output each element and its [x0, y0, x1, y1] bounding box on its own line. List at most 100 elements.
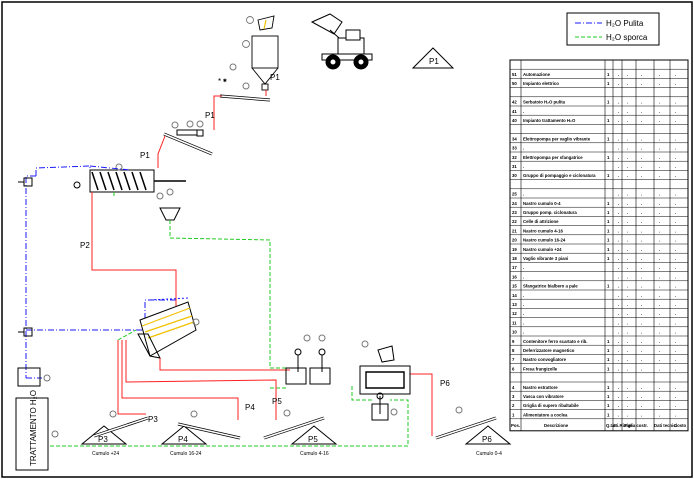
svg-text:.: .: [659, 403, 660, 408]
table-cell-qty: 1: [607, 284, 610, 289]
svg-text:.: .: [675, 72, 676, 77]
table-cell-qty: 1: [607, 155, 610, 160]
svg-text:.: .: [627, 118, 628, 123]
vibrating-screen: [137, 297, 200, 359]
svg-text:.: .: [659, 366, 660, 371]
table-cell-desc: Griglia di supero ribaltabile: [523, 403, 579, 408]
svg-text:.: .: [627, 366, 628, 371]
svg-text:.: .: [659, 136, 660, 141]
svg-text:.: .: [627, 136, 628, 141]
svg-text:.: .: [659, 228, 660, 233]
svg-text:.: .: [627, 219, 628, 224]
svg-text:.: .: [618, 274, 619, 279]
svg-text:.: .: [659, 302, 660, 307]
svg-text:.: .: [627, 394, 628, 399]
table-cell-pos: 31: [512, 164, 517, 169]
table-cell-desc: .: [523, 302, 524, 307]
svg-text:.: .: [627, 109, 628, 114]
svg-text:.: .: [675, 100, 676, 105]
table-cell-pos: 4: [512, 385, 515, 390]
table-cell-qty: 1: [607, 173, 610, 178]
svg-text:.: .: [659, 81, 660, 86]
table-cell-pos: 1: [512, 412, 515, 417]
flow-label: P5: [272, 397, 282, 406]
table-footer-cell: Q.tà: [606, 423, 615, 428]
table-cell-desc: .: [523, 265, 524, 270]
svg-text:.: .: [618, 118, 619, 123]
table-cell-desc: .: [523, 164, 524, 169]
svg-text:.: .: [641, 320, 642, 325]
svg-text:.: .: [659, 293, 660, 298]
table-cell-pos: 40: [512, 118, 517, 123]
svg-text:.: .: [618, 210, 619, 215]
table-cell-desc: Sfangatrice bialbero a pale: [523, 284, 578, 289]
svg-text:.: .: [627, 330, 628, 335]
stockpile-caption: Cumulo 0-4: [476, 451, 502, 457]
svg-text:.: .: [641, 118, 642, 123]
svg-text:.: .: [627, 247, 628, 252]
clean-water-pipe: [25, 165, 178, 379]
svg-text:.: .: [659, 284, 660, 289]
svg-text:.: .: [641, 164, 642, 169]
svg-text:.: .: [618, 403, 619, 408]
table-cell-qty: 1: [607, 357, 610, 362]
svg-text:.: .: [627, 385, 628, 390]
svg-text:.: .: [675, 348, 676, 353]
stockpile-p3: P3 Cumulo +24: [80, 410, 149, 457]
table-cell-desc: Nastro cumulo 4-16: [523, 228, 563, 233]
table-cell-qty: 1: [607, 394, 610, 399]
svg-text:.: .: [675, 284, 676, 289]
svg-text:.: .: [627, 164, 628, 169]
svg-text:.: .: [641, 228, 642, 233]
svg-text:.: .: [659, 164, 660, 169]
table-cell-desc: .: [523, 274, 524, 279]
svg-text:.: .: [675, 219, 676, 224]
svg-text:.: .: [618, 100, 619, 105]
table-cell-pos: 33: [512, 146, 517, 151]
svg-text:.: .: [627, 265, 628, 270]
svg-text:.: .: [659, 72, 660, 77]
svg-text:.: .: [641, 247, 642, 252]
svg-text:.: .: [675, 81, 676, 86]
svg-text:.: .: [641, 348, 642, 353]
svg-text:.: .: [641, 146, 642, 151]
svg-text:.: .: [627, 302, 628, 307]
table-cell-desc: Contenitore ferro scartato e rib.: [523, 339, 587, 344]
svg-text:.: .: [641, 238, 642, 243]
svg-text:.: .: [659, 265, 660, 270]
stockpile-p5: P5 Cumulo 4-16: [263, 409, 338, 457]
table-cell-qty: 1: [607, 366, 610, 371]
svg-text:.: .: [675, 228, 676, 233]
svg-text:.: .: [618, 155, 619, 160]
hydrocyclone-group: [359, 340, 411, 421]
svg-text:.: .: [675, 164, 676, 169]
svg-text:.: .: [641, 311, 642, 316]
table-cell-desc: Automazione: [523, 72, 551, 77]
stockpile-code: P6: [482, 435, 492, 444]
svg-text:.: .: [618, 366, 619, 371]
svg-text:.: .: [675, 201, 676, 206]
svg-text:.: .: [641, 173, 642, 178]
svg-text:.: .: [627, 339, 628, 344]
table-cell-pos: 6: [512, 366, 515, 371]
svg-text:.: .: [641, 210, 642, 215]
table-cell-pos: 23: [512, 210, 517, 215]
table-cell-pos: 7: [512, 357, 515, 362]
svg-text:.: .: [641, 339, 642, 344]
table-cell-qty: 1: [607, 228, 610, 233]
table-cell-desc: Nastro estrattore: [523, 385, 558, 390]
svg-text:.: .: [641, 330, 642, 335]
table-cell-pos: 20: [512, 238, 517, 243]
table-cell-pos: 14: [512, 293, 517, 298]
svg-text:.: .: [618, 173, 619, 178]
svg-text:.: .: [627, 284, 628, 289]
svg-text:.: .: [659, 238, 660, 243]
svg-text:.: .: [627, 173, 628, 178]
table-cell-pos: 21: [512, 228, 517, 233]
svg-text:.: .: [675, 302, 676, 307]
svg-text:.: .: [618, 81, 619, 86]
svg-text:.: .: [659, 339, 660, 344]
svg-text:.: .: [659, 210, 660, 215]
svg-text:.: .: [618, 219, 619, 224]
log-washer: [73, 163, 186, 221]
